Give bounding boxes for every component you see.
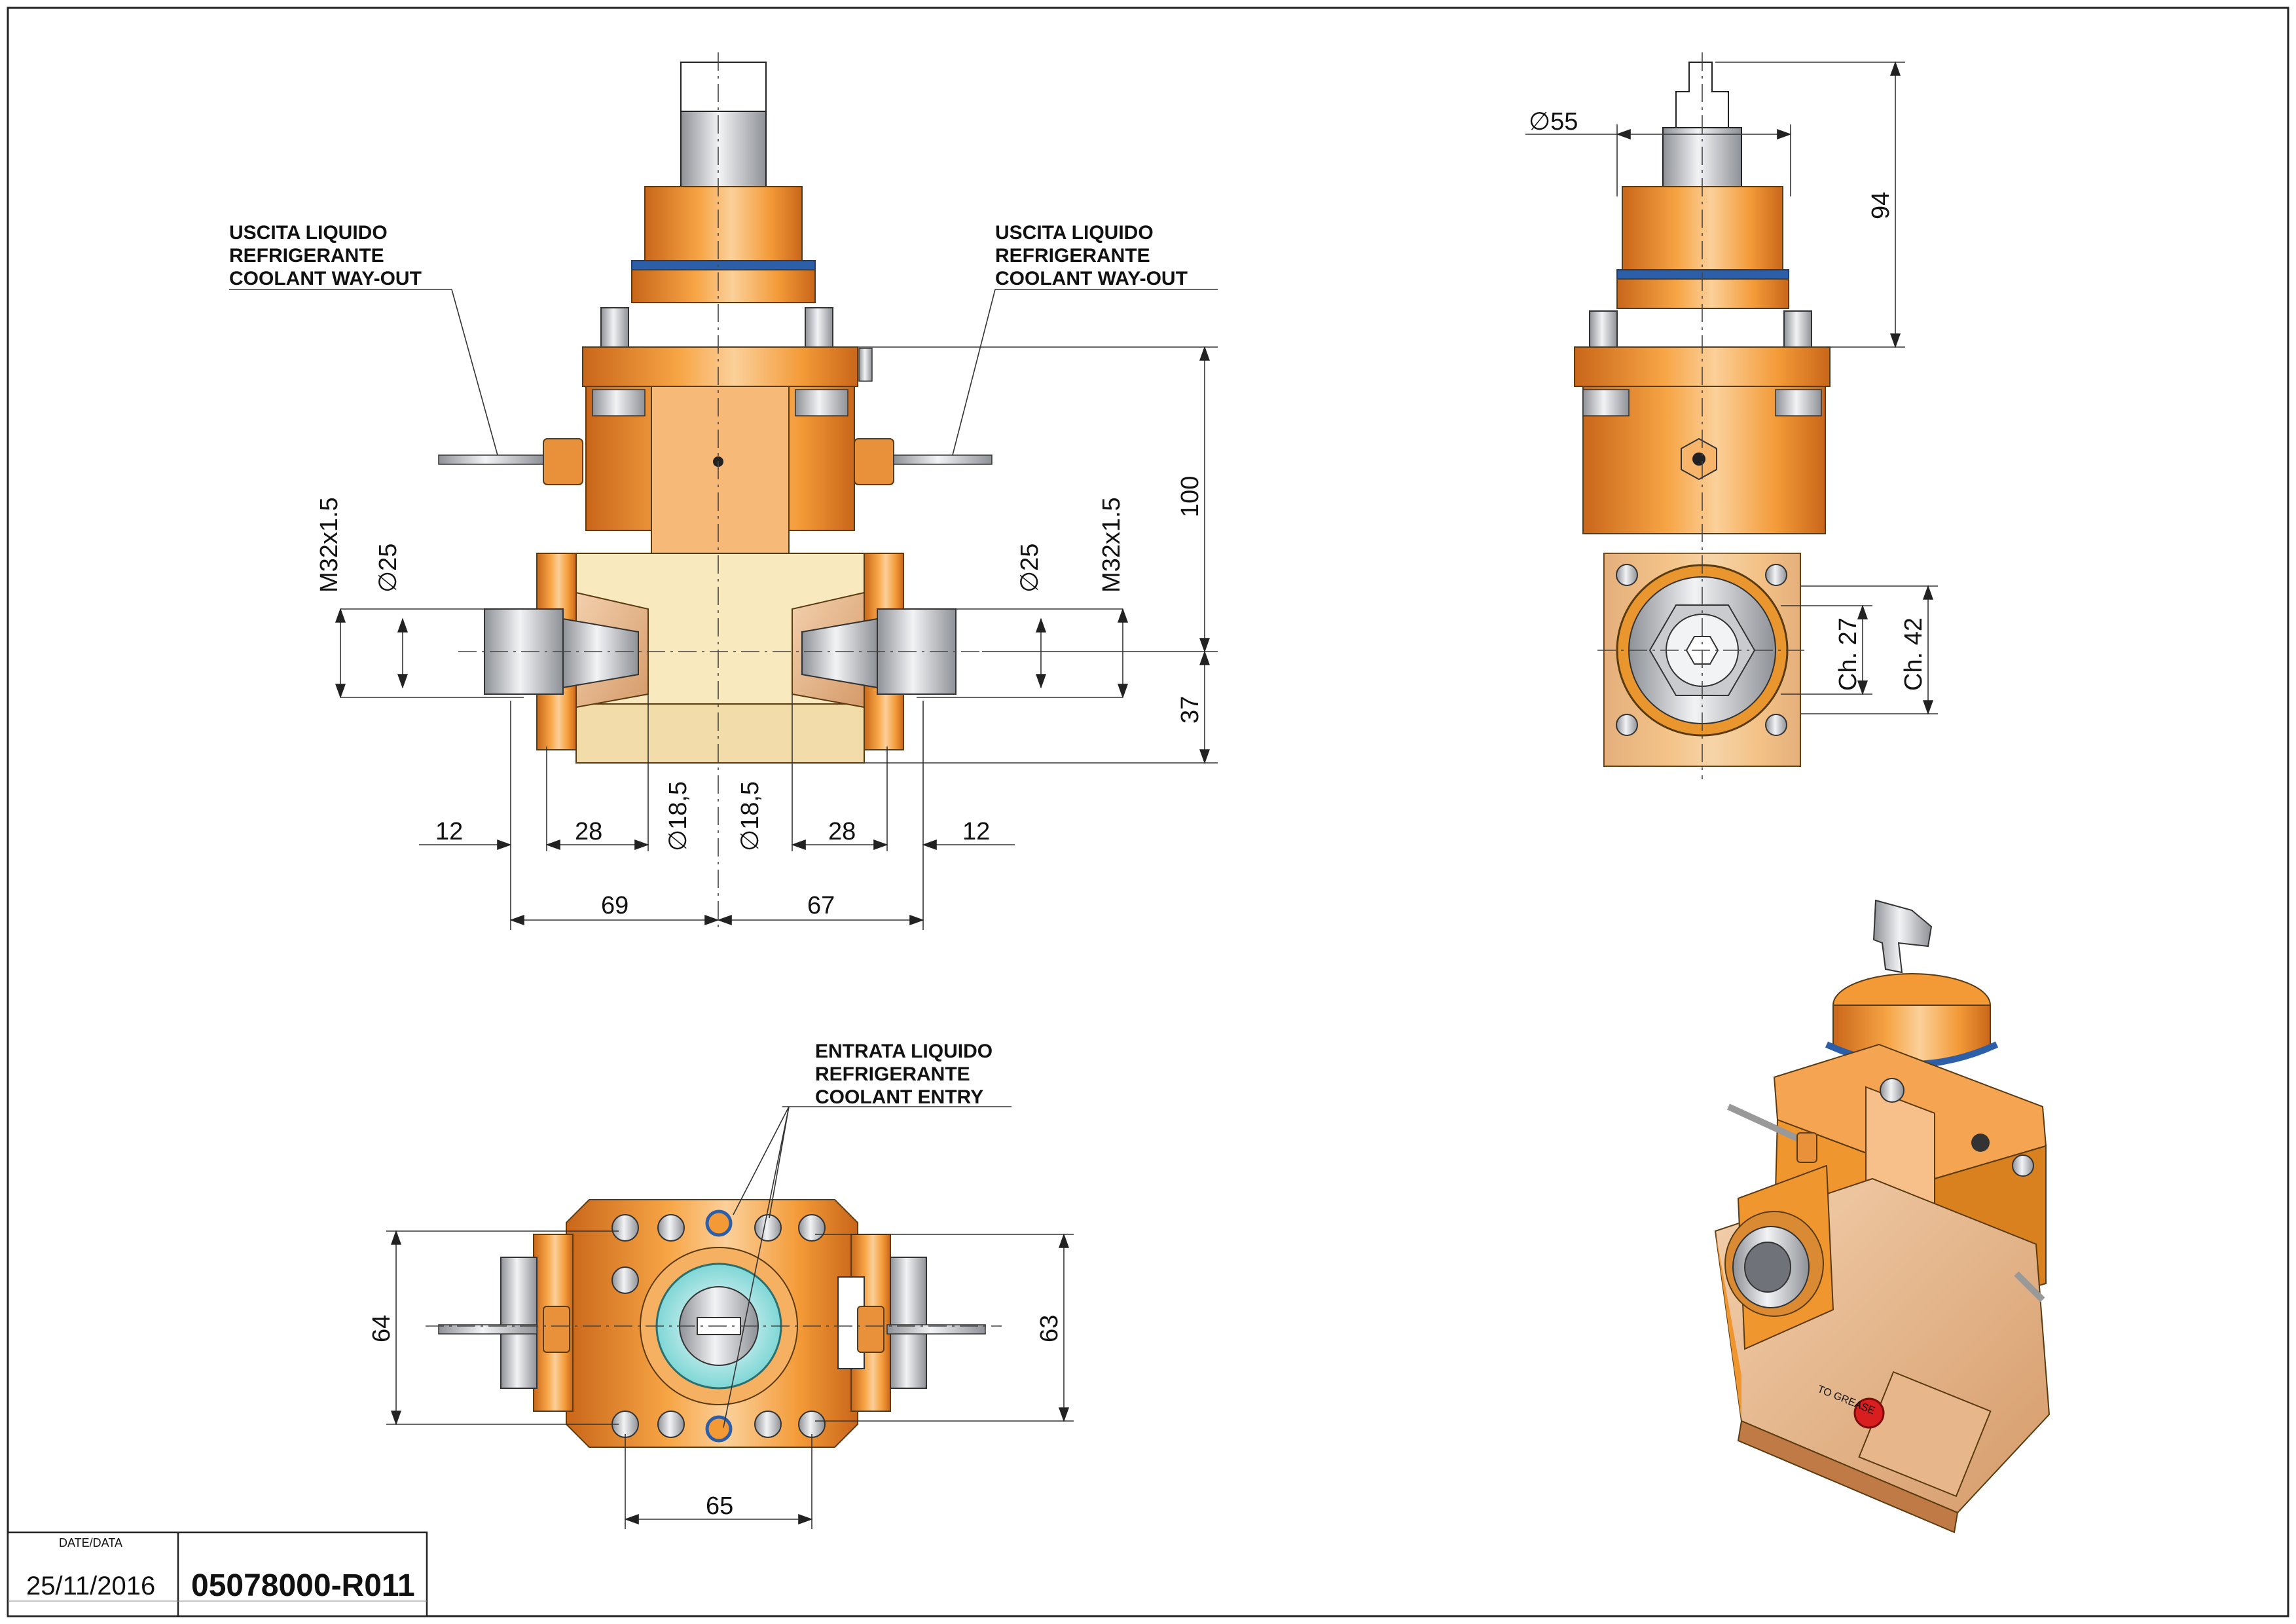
dim-37: 37 (1176, 696, 1204, 724)
side-view (1574, 52, 1831, 779)
iso-grease-nipple (1853, 1397, 1885, 1429)
title-date-header: DATE/DATA (59, 1536, 122, 1549)
dim-65: 65 (706, 1492, 733, 1520)
title-part-code: 05078000-R011 (191, 1568, 415, 1603)
title-block (7, 1531, 428, 1617)
dim-69: 69 (601, 892, 629, 919)
dim-m32-left: M32x1.5 (316, 497, 343, 593)
isometric-view: TO GREASE (1714, 899, 2050, 1534)
dim-64: 64 (368, 1315, 395, 1342)
dim-d55: ∅55 (1529, 108, 1578, 136)
left-outlet-line-2: REFRIGERANTE (229, 245, 384, 267)
dim-12-right: 12 (962, 818, 990, 845)
sheet-border (7, 7, 2289, 1617)
dim-185-left: ∅18,5 (665, 781, 692, 851)
entry-line-2: REFRIGERANTE (815, 1063, 970, 1085)
entry-line-1: ENTRATA LIQUIDO (815, 1041, 993, 1062)
dim-d25-left: ∅25 (374, 544, 402, 593)
title-date: 25/11/2016 (26, 1572, 155, 1600)
bolt-left (600, 307, 629, 348)
right-outlet-line-1: USCITA LIQUIDO (995, 222, 1154, 244)
left-outlet-line-1: USCITA LIQUIDO (229, 222, 388, 244)
top-view (426, 1199, 1002, 1448)
dim-d25-right: ∅25 (1016, 544, 1044, 593)
dim-94: 94 (1867, 192, 1895, 219)
top-dimensions (386, 1106, 1074, 1529)
left-outlet-line-3: COOLANT WAY-OUT (229, 268, 422, 289)
drive-shaft (680, 62, 767, 112)
dim-185-right: ∅18,5 (737, 781, 764, 851)
front-view (438, 52, 993, 930)
front-dimensions (335, 346, 1218, 930)
dim-ch27: Ch. 27 (1834, 618, 1862, 691)
dim-28-left: 28 (575, 818, 602, 845)
dim-100: 100 (1176, 476, 1204, 517)
bolt-right (805, 307, 833, 348)
dim-ch42: Ch. 42 (1900, 618, 1927, 691)
side-dimensions (1525, 61, 1938, 715)
dim-28-right: 28 (828, 818, 856, 845)
right-outlet-line-3: COOLANT WAY-OUT (995, 268, 1188, 289)
dim-12-left: 12 (435, 818, 463, 845)
upper-flange (644, 186, 803, 263)
entry-line-3: COOLANT ENTRY (815, 1086, 983, 1108)
right-outlet-line-2: REFRIGERANTE (995, 245, 1150, 267)
dim-67: 67 (807, 892, 835, 919)
dim-63: 63 (1036, 1315, 1063, 1342)
dim-m32-right: M32x1.5 (1098, 497, 1125, 593)
front-leaders (229, 289, 1218, 456)
